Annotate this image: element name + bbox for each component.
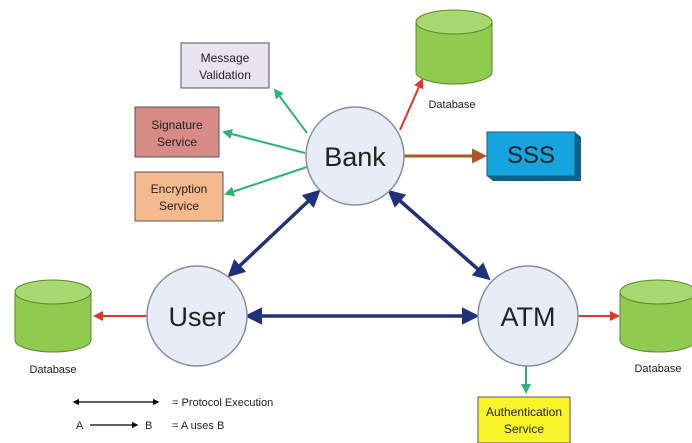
database-left: Database [14,279,92,376]
arrow-bank-database [399,78,424,131]
message-validation-box: Message Validation [180,42,270,89]
arrow-bank-atm [387,189,491,281]
bank-node: Bank [305,106,405,206]
legend-uses-text: = A uses B [172,420,224,432]
arrow-bank-signature-service [222,129,306,154]
authentication-service-line2: Service [504,422,544,436]
database-left-label: Database [29,364,76,376]
arrow-bank-encryption-service [224,166,308,197]
legend-uses-to: B [145,420,152,432]
authentication-service-line1: Authentication [486,405,562,419]
database-top-label: Database [428,99,475,111]
legend-protocol-text: = Protocol Execution [172,397,273,409]
user-label: User [168,302,225,332]
signature-service-box: Signature Service [134,106,220,158]
database-top: Database [415,9,493,111]
signature-service-line1: Signature [151,118,203,132]
arrow-bank-user [227,189,321,278]
authentication-service-box: Authentication Service [477,396,571,443]
encryption-service-line2: Service [159,199,199,213]
message-validation-line1: Message [201,51,250,65]
database-right: Database [619,279,692,375]
sss-box: SSS [486,131,581,181]
bank-label: Bank [324,142,386,172]
atm-node: ATM [477,265,579,367]
sss-label: SSS [507,142,555,169]
message-validation-line2: Validation [199,68,251,82]
signature-service-line2: Service [157,135,197,149]
legend: = Protocol Execution A B = A uses B [72,397,273,432]
encryption-service-box: Encryption Service [134,171,224,222]
atm-label: ATM [501,302,556,332]
arrow-bank-message-validation [273,88,308,134]
database-right-label: Database [634,363,681,375]
legend-uses-from: A [76,420,84,432]
user-node: User [146,265,248,367]
encryption-service-line1: Encryption [151,182,208,196]
